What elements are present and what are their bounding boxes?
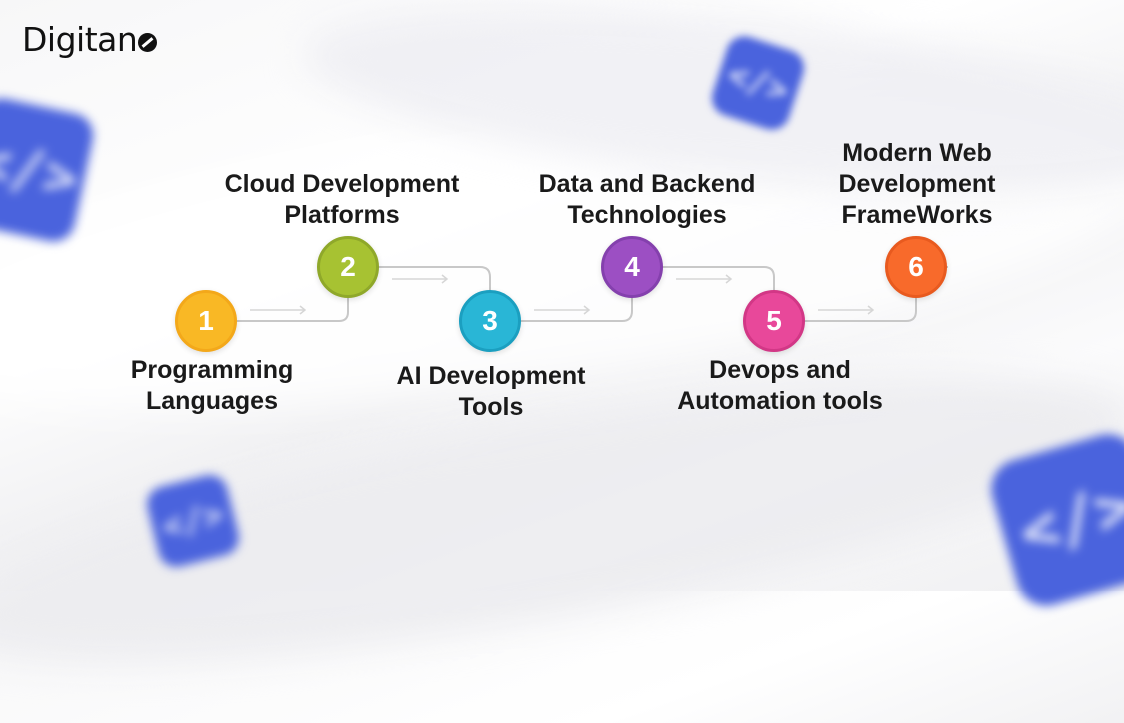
step-number: 4 [624, 251, 640, 282]
arrow-icon [392, 274, 449, 284]
connector-lines [237, 266, 948, 322]
step-number: 1 [198, 305, 214, 336]
logo-o-mark-icon [138, 33, 158, 52]
step-3-circle: 3 [459, 290, 521, 352]
step-1-circle: 1 [175, 290, 237, 352]
step-4-circle: 4 [601, 236, 663, 298]
step-number: 3 [482, 305, 498, 336]
step-number: 2 [340, 251, 356, 282]
brand-logo[interactable]: Digitan [22, 20, 158, 59]
arrow-icon [534, 305, 591, 315]
arrow-icon [818, 305, 875, 315]
brand-name: Digitan [22, 20, 138, 59]
arrow-icon [250, 305, 307, 315]
step-2-circle: 2 [317, 236, 379, 298]
step-number: 5 [766, 305, 782, 336]
step-number: 6 [908, 251, 924, 282]
arrow-icon [676, 274, 733, 284]
step-6-circle: 6 [885, 236, 947, 298]
step-5-circle: 5 [743, 290, 805, 352]
